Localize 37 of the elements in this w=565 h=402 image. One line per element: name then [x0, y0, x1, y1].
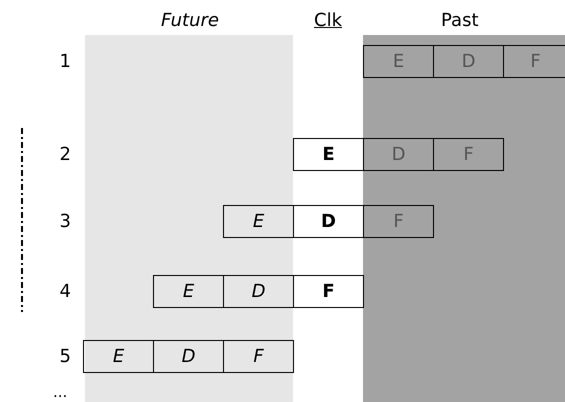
row-number: 2 [60, 146, 71, 164]
letter-box [293, 205, 364, 238]
cell-letter: D [462, 52, 476, 70]
ellipsis: ... [53, 385, 68, 400]
row-number: 3 [60, 213, 71, 231]
cell-letter: F [253, 348, 264, 366]
row-number: 5 [60, 348, 71, 366]
cell-letter: F [393, 212, 404, 230]
column-heading: Clk [314, 12, 342, 30]
cell-letter: F [463, 146, 474, 164]
letter-box [153, 340, 224, 373]
letter-box [83, 340, 154, 373]
letter-box [433, 138, 504, 171]
cell-letter: E [392, 52, 404, 70]
cell-letter: F [530, 52, 541, 70]
cell-letter: D [182, 348, 196, 366]
letter-box [363, 45, 434, 78]
letter-box [503, 45, 565, 78]
letter-box [223, 340, 294, 373]
column-heading: Past [441, 12, 479, 30]
cell-letter: D [392, 146, 406, 164]
letter-box [433, 45, 504, 78]
letter-box [293, 138, 364, 171]
cell-letter: D [321, 212, 336, 230]
row-number: 1 [60, 53, 71, 71]
letter-box [363, 138, 434, 171]
letter-box [293, 275, 364, 308]
letter-box [363, 205, 434, 238]
column-heading: Future [161, 12, 219, 30]
row-number: 4 [60, 283, 71, 301]
cell-letter: E [252, 212, 264, 230]
letter-box [153, 275, 224, 308]
cell-letter: E [322, 146, 335, 164]
cell-letter: D [252, 282, 266, 300]
cell-letter: E [112, 348, 124, 366]
cell-letter: E [182, 282, 194, 300]
cell-letter: F [322, 282, 335, 300]
